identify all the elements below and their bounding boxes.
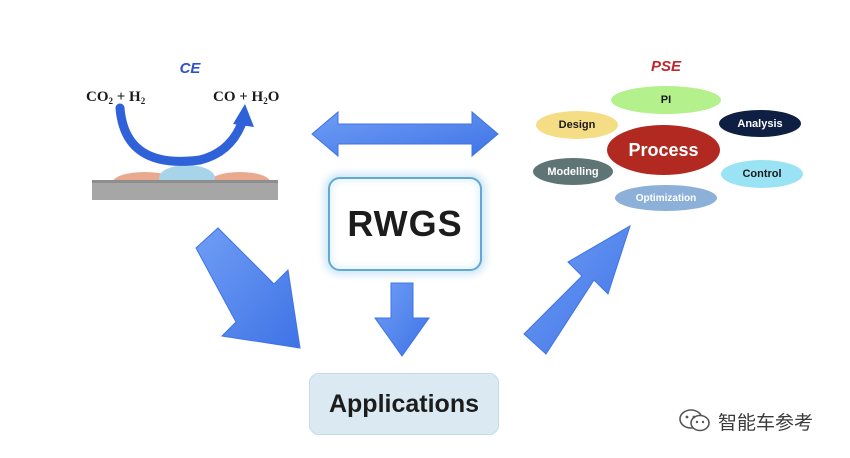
pse-node-process: Process bbox=[607, 125, 720, 175]
wechat-icon bbox=[679, 409, 710, 432]
watermark-text: 智能车参考 bbox=[718, 412, 814, 434]
double-arrow-ce-pse bbox=[311, 110, 499, 158]
applications-label: Applications bbox=[328, 389, 479, 418]
rwgs-box: RWGS bbox=[328, 177, 482, 271]
arrow-applications-to-pse bbox=[523, 224, 631, 355]
ce-reaction-arrow bbox=[115, 103, 254, 166]
arrow-rwgs-to-applications bbox=[374, 282, 430, 357]
applications-box: Applications bbox=[309, 373, 499, 435]
watermark: 智能车参考 bbox=[678, 407, 813, 435]
catalyst-surface bbox=[92, 165, 278, 200]
pse-node-pi: PI bbox=[611, 86, 721, 114]
pse-node-control: Control bbox=[721, 160, 803, 188]
pse-node-optimization: Optimization bbox=[615, 185, 717, 211]
pse-title: PSE bbox=[650, 58, 681, 75]
arrow-ce-to-applications bbox=[195, 227, 301, 349]
pse-node-modelling: Modelling bbox=[533, 158, 613, 185]
pse-node-design: Design bbox=[536, 111, 618, 139]
ce-title: CE bbox=[179, 60, 201, 77]
pse-node-analysis: Analysis bbox=[719, 110, 801, 137]
rwgs-label: RWGS bbox=[347, 203, 463, 244]
ce-reactants-equation: CO2 + H2 bbox=[86, 89, 146, 106]
ce-products-equation: CO + H2O bbox=[213, 89, 280, 106]
